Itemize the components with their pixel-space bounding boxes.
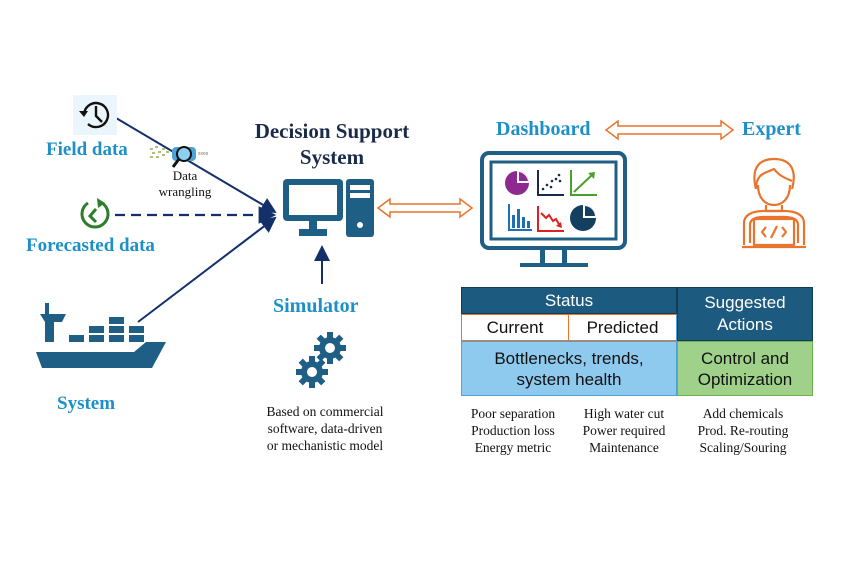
current-examples: Poor separation Production loss Energy m… [458, 405, 568, 456]
field-data-connector [115, 117, 277, 214]
monitor-charts-icon [480, 151, 627, 267]
pie-chart-navy-icon [570, 205, 596, 231]
scatter-plot-icon [537, 170, 564, 196]
system-label: System [57, 393, 116, 414]
predicted-examples: High water cut Power required Maintenanc… [569, 405, 679, 456]
dss-computer-wrap [282, 178, 377, 240]
example-item: Add chemicals [702, 406, 784, 421]
expert-icon-wrap [734, 155, 814, 255]
trend-down-chart-icon [537, 206, 564, 232]
bar-chart-icon [508, 204, 532, 231]
desktop-computer-icon [283, 179, 374, 237]
example-item: High water cut [583, 406, 665, 421]
dashboard-expert-double-arrow [604, 119, 735, 141]
actions-body-line: Optimization [697, 369, 793, 389]
actions-examples: Add chemicals Prod. Re-routing Scaling/S… [683, 405, 803, 456]
current-cell: Current [461, 314, 569, 341]
predicted-text: Predicted [586, 317, 659, 337]
simulator-desc-line: or mechanistic model [266, 438, 384, 453]
status-actions-table: Status Current Predicted Bottlenecks, tr… [461, 287, 813, 396]
dashboard-monitor-wrap [480, 151, 630, 276]
predicted-cell: Predicted [569, 314, 677, 341]
trend-up-chart-icon [570, 170, 597, 196]
data-wrangling-line1: Data [172, 168, 198, 183]
dss-title-line1: Decision Support [254, 119, 410, 143]
cargo-ship-icon [36, 303, 166, 368]
example-item: Prod. Re-routing [697, 423, 789, 438]
status-body-line: Bottlenecks, trends, [494, 348, 644, 368]
simulator-desc-line: Based on commercial [266, 404, 384, 419]
status-header: Status [461, 287, 677, 314]
svg-text:sxes: sxes [198, 151, 209, 157]
simulator-gears-wrap [296, 330, 351, 390]
forecasted-data-label: Forecasted data [26, 235, 155, 256]
developer-laptop-icon [742, 157, 806, 249]
dss-title: Decision Support System [232, 118, 432, 170]
current-text: Current [486, 317, 544, 337]
simulator-desc-line: software, data-driven [267, 421, 383, 436]
gears-icon [296, 332, 346, 388]
expert-title: Expert [742, 118, 801, 140]
example-item: Power required [582, 423, 666, 438]
actions-body-line: Control and [701, 348, 789, 368]
forecasted-data-icon-wrap [74, 195, 114, 235]
status-body-line: system health [516, 369, 622, 389]
history-clock-icon [79, 101, 110, 129]
example-item: Production loss [471, 423, 555, 438]
actions-header-line: Actions [717, 315, 773, 334]
data-wrangling-icon: sxes [148, 142, 214, 170]
field-data-label: Field data [46, 139, 128, 160]
actions-header-line: Suggested [704, 293, 786, 312]
dss-dashboard-double-arrow [376, 197, 474, 219]
example-item: Energy metric [474, 440, 552, 455]
example-item: Poor separation [470, 406, 556, 421]
status-header-text: Status [544, 290, 594, 310]
ship-icon-wrap [34, 300, 169, 390]
dss-title-line2: System [299, 145, 365, 169]
data-wrangling-line2: wrangling [158, 184, 212, 199]
actions-header: Suggested Actions [677, 287, 813, 341]
example-item: Maintenance [589, 440, 659, 455]
dashboard-title: Dashboard [496, 118, 591, 140]
simulator-title: Simulator [273, 295, 359, 317]
actions-body: Control and Optimization [677, 341, 813, 396]
pie-chart-purple-icon [505, 171, 529, 195]
forward-clock-icon [80, 198, 110, 229]
example-item: Scaling/Souring [699, 440, 787, 455]
simulator-description: Based on commercial software, data-drive… [245, 403, 405, 454]
data-wrangling-label: Data wrangling [150, 168, 220, 200]
status-body: Bottlenecks, trends, system health [461, 341, 677, 396]
system-connector [137, 216, 277, 323]
field-data-icon-wrap [73, 95, 117, 135]
